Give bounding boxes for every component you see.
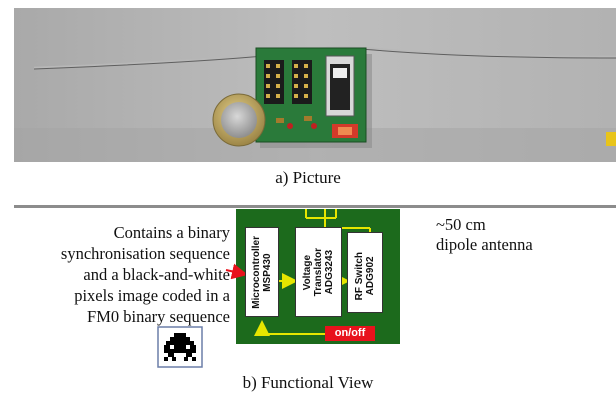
pixel-invader-icon	[157, 326, 203, 368]
rf-switch-block: RF Switch ADG902	[347, 232, 383, 313]
section-divider	[14, 205, 616, 208]
caption-functional-view: b) Functional View	[242, 373, 374, 392]
translator-part: ADG3243	[324, 249, 335, 295]
antenna-length: ~50 cm	[436, 215, 486, 234]
voltage-translator-block: Voltage Translator ADG3243	[295, 227, 342, 317]
rf-switch-label: RF Switch	[354, 252, 365, 301]
translator-label-1: Voltage	[302, 254, 313, 290]
mcu-part: MSP430	[262, 252, 273, 292]
microcontroller-block: Microcontroller MSP430	[245, 227, 279, 317]
on-off-switch[interactable]: on/off	[325, 326, 375, 341]
sequence-description: Contains a binary synchronisation sequen…	[60, 223, 230, 326]
translator-label-2: Translator	[313, 247, 324, 297]
device-photo	[14, 8, 616, 162]
mcu-label: Microcontroller	[251, 235, 262, 309]
antenna-type: dipole antenna	[436, 235, 533, 254]
caption-picture: a) Picture	[275, 168, 341, 187]
rf-switch-part: ADG902	[365, 257, 376, 296]
